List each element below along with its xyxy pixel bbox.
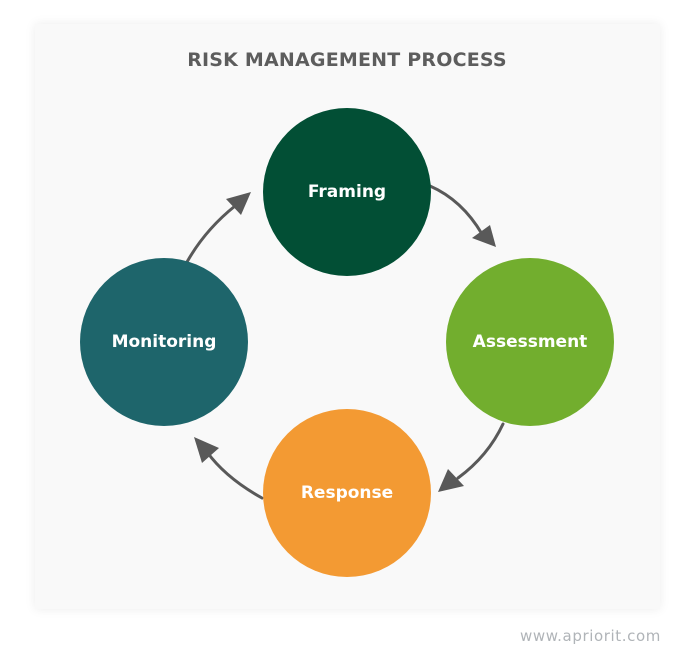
arrowhead-response (438, 469, 464, 492)
node-framing: Framing (263, 108, 431, 276)
diagram-title: RISK MANAGEMENT PROCESS (187, 49, 507, 71)
node-response: Response (263, 409, 431, 577)
arrow-framing-to-assessment (428, 184, 484, 236)
arrowhead-assessment (472, 225, 496, 247)
arrow-monitoring-to-framing (185, 204, 237, 264)
arrow-assessment-to-response (456, 422, 505, 480)
watermark-url: www.apriorit.com (519, 627, 661, 645)
arrow-response-to-monitoring (205, 450, 264, 500)
node-framing-label: Framing (307, 182, 387, 202)
node-assessment: Assessment (446, 258, 614, 426)
node-assessment-label: Assessment (472, 332, 588, 352)
node-monitoring: Monitoring (80, 258, 248, 426)
arrowhead-monitoring (194, 437, 219, 463)
node-response-label: Response (300, 483, 394, 503)
node-monitoring-label: Monitoring (111, 332, 217, 352)
arrowhead-framing (226, 192, 251, 215)
